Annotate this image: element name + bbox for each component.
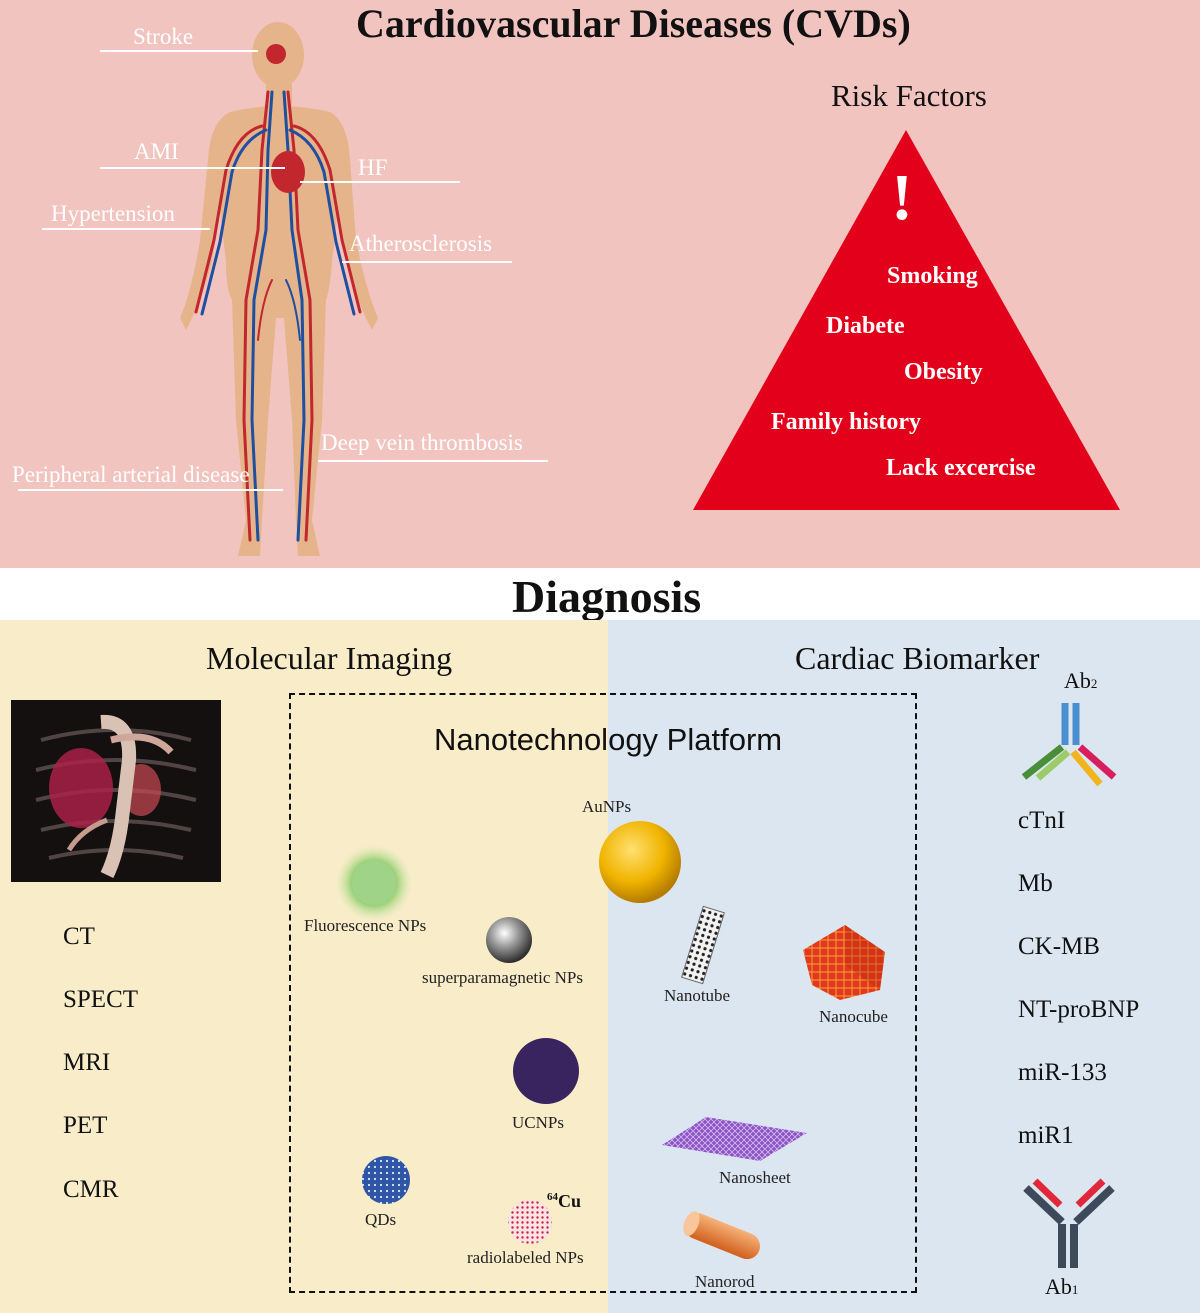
nanorod-label: Nanorod [695, 1272, 755, 1291]
vessels [194, 90, 362, 542]
marker-mir-133: miR-133 [1018, 1059, 1107, 1086]
modality-spect: SPECT [63, 986, 139, 1013]
diagnosis-band [0, 568, 1200, 620]
ab2-text: Ab [1064, 668, 1091, 693]
modality-cmr: CMR [63, 1176, 119, 1203]
callout-lines [18, 50, 548, 491]
brain-mark [266, 44, 286, 64]
cu-isotope-label: 64Cu [547, 1191, 581, 1212]
risk-item-smoking: Smoking [887, 263, 978, 289]
nanotech-platform-heading: Nanotechnology Platform [434, 722, 783, 757]
ucnps-label: UCNPs [512, 1113, 564, 1132]
marker-ck-mb: CK-MB [1018, 933, 1100, 960]
nanorod-shape [683, 1211, 761, 1260]
modality-ct: CT [63, 923, 95, 950]
fluorescence-label: Fluorescence NPs [304, 916, 427, 935]
human-circulatory-figure [180, 22, 378, 556]
nanotech-platform-box [289, 693, 917, 1293]
risk-item-family-history: Family history [771, 409, 921, 435]
cardiac-biomarker-heading: Cardiac Biomarker [795, 640, 1040, 676]
ab1-text: Ab [1045, 1274, 1072, 1299]
risk-triangle [693, 130, 1120, 510]
ab1-subscript: 1 [1071, 1282, 1079, 1297]
hypertension-label: Hypertension [51, 201, 175, 226]
pad-label: Peripheral arterial disease [12, 462, 250, 487]
ucnps-sphere [513, 1038, 579, 1104]
modality-pet: PET [63, 1112, 108, 1139]
risk-item-lack-exercise: Lack excercise [886, 455, 1036, 481]
marker-mb: Mb [1018, 870, 1053, 897]
marker-ctni: cTnI [1018, 807, 1066, 834]
ami-label: AMI [134, 139, 179, 164]
nanotube-label: Nanotube [664, 986, 731, 1005]
nanotube-shape [681, 905, 725, 985]
nanocube-shape [803, 925, 885, 1000]
marker-mir1: miR1 [1018, 1122, 1074, 1149]
ab2-label: Ab2 [1064, 668, 1097, 694]
stroke-label: Stroke [133, 24, 194, 49]
atherosclerosis-label: Atherosclerosis [349, 231, 493, 256]
modality-mri: MRI [63, 1049, 111, 1076]
marker-nt-probnp: NT-proBNP [1018, 996, 1140, 1023]
aunps-label: AuNPs [582, 797, 632, 816]
cu-mass-number: 64 [547, 1191, 558, 1203]
qds-sphere [362, 1156, 410, 1204]
radiolabeled-label: radiolabeled NPs [467, 1248, 584, 1267]
fluorescence-core [352, 861, 396, 905]
risk-item-obesity: Obesity [904, 359, 983, 385]
molecular-imaging-heading: Molecular Imaging [206, 640, 453, 676]
cu-symbol: Cu [558, 1191, 582, 1211]
ab1-label: Ab1 [1045, 1274, 1078, 1300]
nanosheet-shape [662, 1117, 807, 1161]
alert-icon: ! [891, 161, 913, 234]
heart-mark [271, 151, 305, 193]
superparamagnetic-label: superparamagnetic NPs [422, 968, 583, 987]
ab2-subscript: 2 [1090, 676, 1098, 691]
diagnosis-title: Diagnosis [512, 571, 702, 622]
nanocube-label: Nanocube [819, 1007, 888, 1026]
nanosheet-label: Nanosheet [719, 1168, 791, 1187]
risk-factors-heading: Risk Factors [831, 78, 987, 113]
cvd-title: Cardiovascular Diseases (CVDs) [356, 1, 911, 46]
superparamagnetic-sphere [486, 917, 532, 963]
radiolabeled-sphere [508, 1200, 552, 1244]
hf-label: HF [358, 155, 388, 180]
aunps-sphere [599, 821, 681, 903]
ct-scan-image [11, 700, 221, 882]
dvt-label: Deep vein thrombosis [321, 430, 523, 455]
qds-label: QDs [365, 1210, 397, 1229]
risk-item-diabete: Diabete [826, 313, 905, 339]
